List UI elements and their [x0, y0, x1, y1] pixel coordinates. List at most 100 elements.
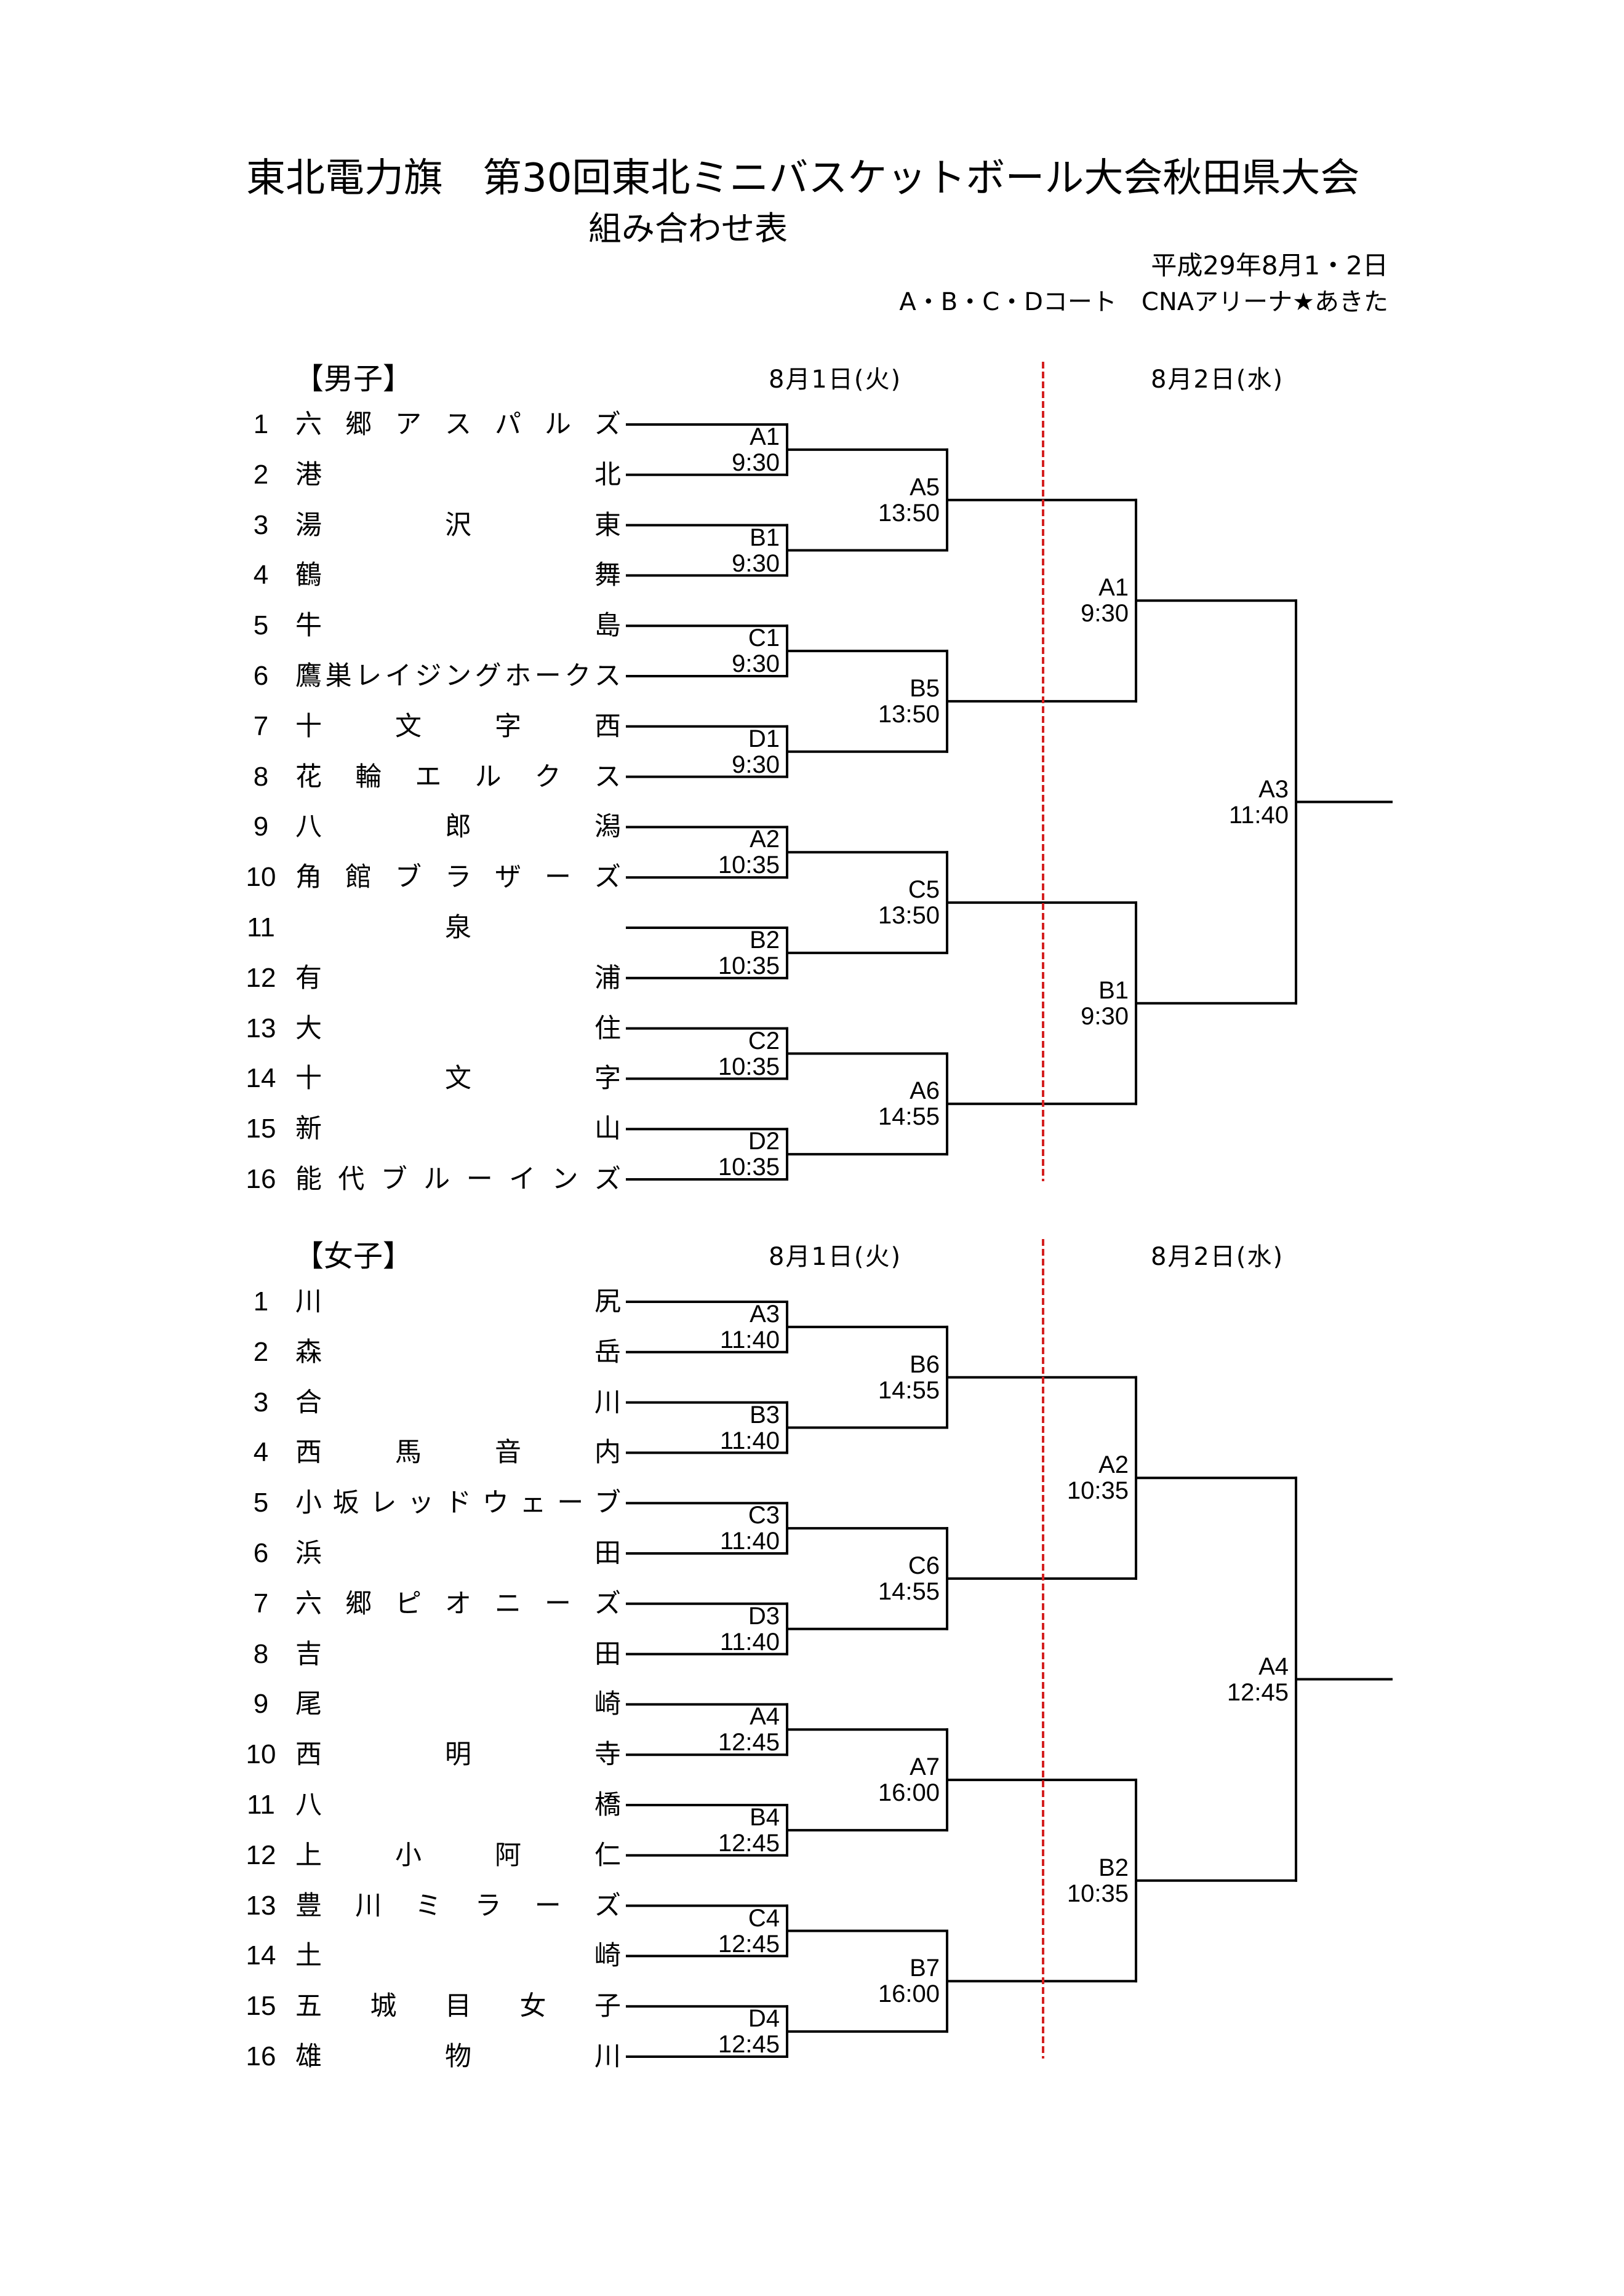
team-seed: 12 [246, 962, 276, 993]
team-name-char: 雄 [295, 2041, 322, 2072]
team-name: 六郷アスパルズ [295, 406, 621, 443]
team-name-char: 岳 [594, 1336, 621, 1368]
match-time: 9:30 [732, 751, 780, 778]
team-name-char: グ [474, 661, 502, 692]
team-seed: 11 [247, 912, 275, 943]
match-code: D1 [748, 725, 780, 752]
team-name-char: 能 [295, 1164, 322, 1195]
team-seed: 3 [253, 509, 269, 540]
team-name-char: ホ [505, 661, 532, 692]
team-name-char: ス [445, 409, 471, 440]
team-name-char: 仁 [594, 1840, 621, 1871]
team-name-char: 八 [295, 1790, 322, 1820]
team-name-char: 田 [594, 1638, 621, 1670]
team-seed: 14 [246, 1063, 276, 1094]
team-name-char: 豊 [295, 1890, 322, 1921]
team-name-char: ー [534, 1890, 561, 1921]
team-name-char: ブ [395, 862, 422, 893]
team-name-char: 尻 [594, 1286, 621, 1317]
team-seed: 9 [253, 1689, 269, 1720]
match-time: 11:40 [1228, 801, 1289, 829]
match-code: C2 [748, 1027, 780, 1054]
team-name: 八橋 [295, 1787, 621, 1824]
team-name-char: 郎 [445, 811, 471, 843]
team-name: 十文字西 [295, 708, 621, 745]
team-seed: 14 [246, 1940, 276, 1971]
team-name: 角館ブラザーズ [295, 859, 621, 896]
team-name: 新山 [295, 1110, 621, 1147]
team-name: 吉田 [295, 1636, 621, 1673]
match-time: 16:00 [878, 1779, 940, 1807]
match-code: B6 [910, 1350, 940, 1378]
team-name-char: ブ [594, 1488, 621, 1519]
team-name-char: 西 [594, 711, 621, 742]
team-name-char: 小 [295, 1488, 322, 1519]
match-time: 13:50 [878, 700, 940, 728]
team-name-char: ズ [594, 1588, 621, 1619]
team-name: 泉 [295, 909, 621, 946]
match-code: D4 [748, 2005, 780, 2033]
team-name-char: 八 [295, 811, 322, 843]
team-name-char: ー [557, 1488, 584, 1519]
team-name: 港北 [295, 456, 621, 493]
team-name: 浜田 [295, 1535, 621, 1572]
team-name-char: 潟 [594, 811, 621, 843]
team-name-char: 浜 [295, 1538, 322, 1569]
team-name-char: 沢 [445, 509, 471, 541]
match-code: B7 [910, 1955, 940, 1982]
match-code: C6 [908, 1552, 940, 1579]
team-name-char: 坂 [332, 1488, 359, 1519]
match-code: A7 [910, 1753, 940, 1781]
team-name: 川尻 [295, 1283, 621, 1320]
team-name-char: 輪 [355, 761, 382, 792]
team-name-char: ズ [594, 1164, 621, 1195]
match-time: 9:30 [732, 650, 780, 678]
team-name-char: 音 [495, 1437, 521, 1469]
team-name-char: 子 [594, 1991, 621, 2022]
day1-header: 8月1日(火) [768, 1243, 902, 1271]
team-name-char: レ [355, 661, 382, 692]
team-name-char: ラ [474, 1890, 502, 1921]
team-name-char: 住 [594, 1013, 621, 1044]
match-time: 12:45 [718, 1729, 780, 1756]
team-name-char: ク [534, 761, 561, 792]
team-name: 湯沢東 [295, 507, 621, 544]
team-name-char: ン [551, 1164, 578, 1195]
team-name: 花輪エルクス [295, 759, 621, 795]
match-time: 10:35 [1066, 1477, 1129, 1505]
team-name-char: ッ [407, 1488, 434, 1519]
section-label: 【女子】 [294, 1239, 413, 1274]
team-name-char: 舞 [594, 560, 621, 591]
team-name-char: 花 [295, 761, 322, 792]
match-code: D2 [748, 1128, 780, 1155]
team-name-char: 郷 [345, 409, 372, 440]
match-code: C5 [908, 876, 940, 904]
team-name-char: 牛 [295, 610, 322, 642]
team-name-char: 崎 [594, 1689, 621, 1720]
team-name-char: ニ [495, 1588, 521, 1619]
team-name-char: ブ [380, 1164, 407, 1195]
team-name-char: 北 [594, 459, 621, 490]
match-time: 10:35 [718, 952, 780, 979]
